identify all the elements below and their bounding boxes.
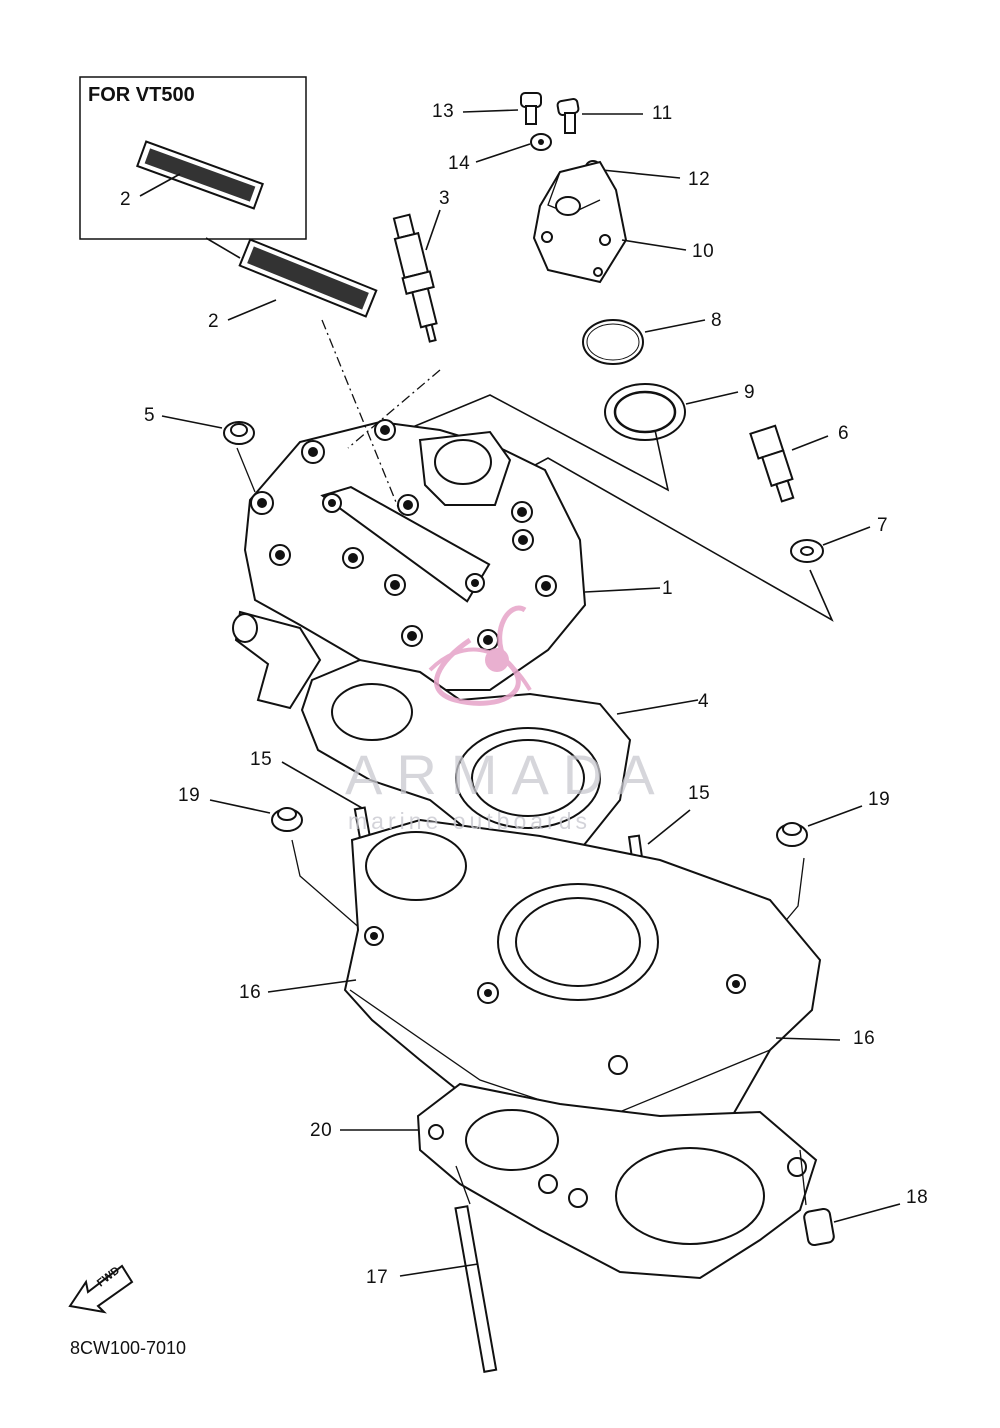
callout-13[interactable]: 13 <box>432 101 455 122</box>
inset-box <box>79 76 307 240</box>
thermostat-9 <box>604 383 686 441</box>
callout-2[interactable]: 2 <box>208 311 220 332</box>
callout-16-left[interactable]: 16 <box>239 982 262 1003</box>
callout-7[interactable]: 7 <box>877 515 889 536</box>
callout-15-left[interactable]: 15 <box>250 749 273 770</box>
callout-19-right[interactable]: 19 <box>868 789 891 810</box>
dowel-18 <box>803 1207 835 1247</box>
inset-decal-2 <box>136 140 264 210</box>
fwd-arrow-icon <box>68 1264 134 1314</box>
base-gasket-20 <box>416 1082 818 1280</box>
callout-19-left[interactable]: 19 <box>178 785 201 806</box>
callout-4[interactable]: 4 <box>698 691 710 712</box>
callout-8[interactable]: 8 <box>711 310 723 331</box>
callout-15-right[interactable]: 15 <box>688 783 711 804</box>
o-ring-8 <box>582 319 644 365</box>
spark-plug-3 <box>392 213 438 343</box>
callout-6[interactable]: 6 <box>838 423 850 444</box>
head-gasket-4 <box>300 658 632 864</box>
callout-9[interactable]: 9 <box>744 382 756 403</box>
callout-17[interactable]: 17 <box>366 1267 389 1288</box>
callout-18[interactable]: 18 <box>906 1187 929 1208</box>
callout-20[interactable]: 20 <box>310 1120 333 1141</box>
temp-sensor-6 <box>749 424 795 503</box>
callout-12[interactable]: 12 <box>688 169 711 190</box>
cylinder-head-1 <box>232 419 587 710</box>
diagram-code: 8CW100-7010 <box>70 1338 187 1358</box>
inset-title: FOR VT500 <box>88 84 195 106</box>
callout-16-right[interactable]: 16 <box>853 1028 876 1049</box>
watermark-logo <box>428 605 532 706</box>
callout-11[interactable]: 11 <box>652 103 673 124</box>
nut-19-right <box>776 822 808 847</box>
watermark-title: ARMADA <box>345 743 669 806</box>
bolt-13 <box>520 92 542 125</box>
callout-1[interactable]: 1 <box>662 578 674 599</box>
callout-5[interactable]: 5 <box>144 405 156 426</box>
thermostat-cover-10 <box>532 160 628 284</box>
cylinder-block-16 <box>343 818 822 1170</box>
callout-10[interactable]: 10 <box>692 241 715 262</box>
callout-3[interactable]: 3 <box>439 188 451 209</box>
decal-2 <box>238 238 378 318</box>
callout-14[interactable]: 14 <box>448 153 471 174</box>
bolt-11 <box>556 98 580 134</box>
stud-17 <box>454 1205 498 1373</box>
watermark-subtitle: marine outboards <box>348 808 591 834</box>
nut-19-left <box>271 807 303 832</box>
callout-2-inset[interactable]: 2 <box>120 189 132 210</box>
nut-5 <box>223 421 255 445</box>
